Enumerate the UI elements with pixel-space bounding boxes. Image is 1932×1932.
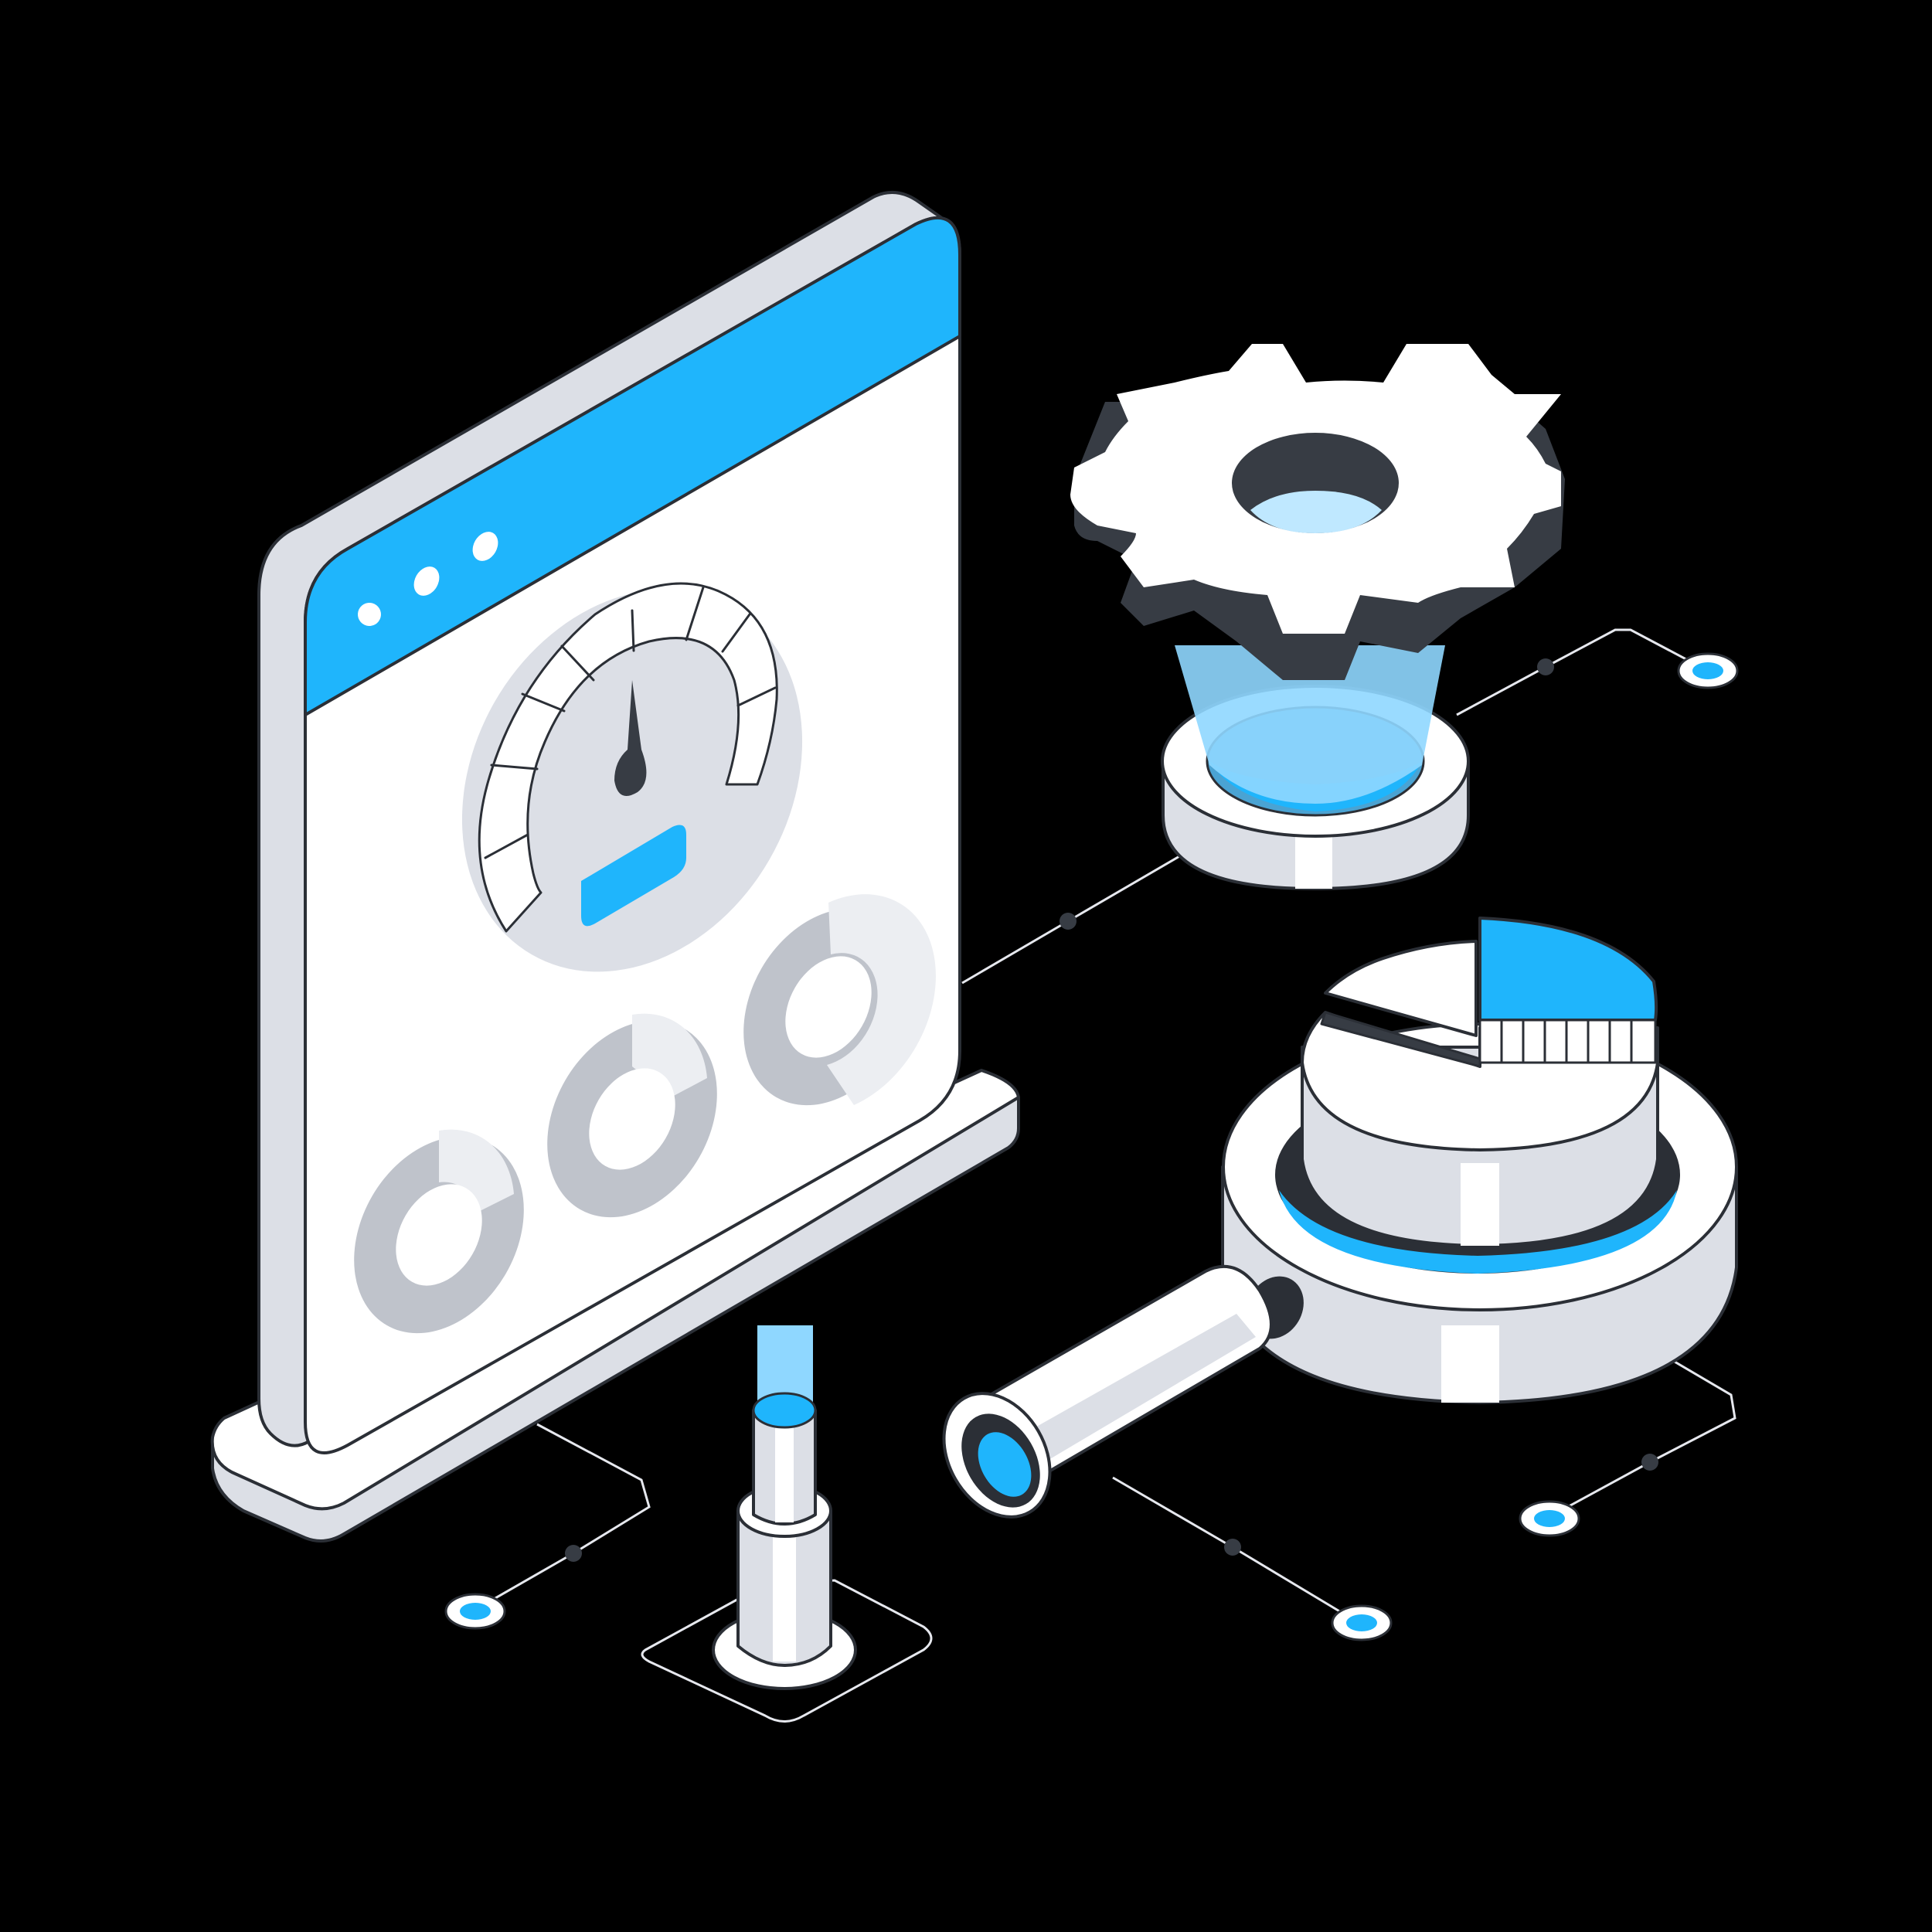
speedometer-ticks: [484, 586, 777, 859]
node-top-right: [1677, 652, 1739, 689]
speedometer-widget: [461, 582, 803, 972]
pie-magnifier: [923, 917, 1738, 1536]
gear-assembly: [1070, 344, 1565, 890]
link-dashboard-gear: [961, 849, 1191, 985]
tower-light-beam: [757, 1325, 813, 1414]
node-bottom-center: [1331, 1604, 1393, 1641]
beacon-tower: [641, 1325, 933, 1723]
pie-slice-dark: [1320, 1011, 1481, 1068]
speedometer-needle: [614, 680, 647, 796]
light-beam: [1175, 645, 1445, 804]
node-bottom-left: [444, 1593, 506, 1630]
donut-chart-3: [743, 894, 936, 1106]
dashboard-monitor: [210, 190, 1020, 1543]
connection-nodes: [444, 652, 1739, 1641]
link-dashboard-node: [478, 1423, 651, 1609]
gear-icon[interactable]: [1070, 344, 1565, 680]
monitor-title-bar[interactable]: [304, 216, 961, 716]
link-junction-dot: [565, 1545, 582, 1562]
window-dot-2[interactable]: [409, 562, 444, 600]
magnifier-handle[interactable]: [923, 1264, 1315, 1536]
gear-hole-light: [1250, 491, 1382, 533]
link-junction-dot: [1537, 658, 1554, 675]
link-gear-node: [1456, 628, 1709, 716]
speedometer-readout: [581, 825, 686, 927]
pie-slice-highlight[interactable]: [1478, 917, 1658, 1022]
tower-platform: [641, 1579, 933, 1723]
connection-lines: [478, 628, 1736, 1621]
link-junction-dot: [1224, 1539, 1241, 1556]
link-junction-dot: [1641, 1454, 1658, 1471]
window-dot-1[interactable]: [354, 599, 386, 631]
link-magnifier-node: [1553, 1355, 1736, 1516]
link-junction-dot: [1060, 913, 1077, 930]
donut-chart-2: [547, 1013, 717, 1218]
pie-slice-lifted: [1324, 940, 1478, 1037]
donut-chart-1: [354, 1129, 524, 1334]
window-dot-3[interactable]: [468, 527, 503, 566]
pie-slice-side-stripes: [1500, 1019, 1633, 1064]
node-bottom-right: [1519, 1500, 1580, 1537]
